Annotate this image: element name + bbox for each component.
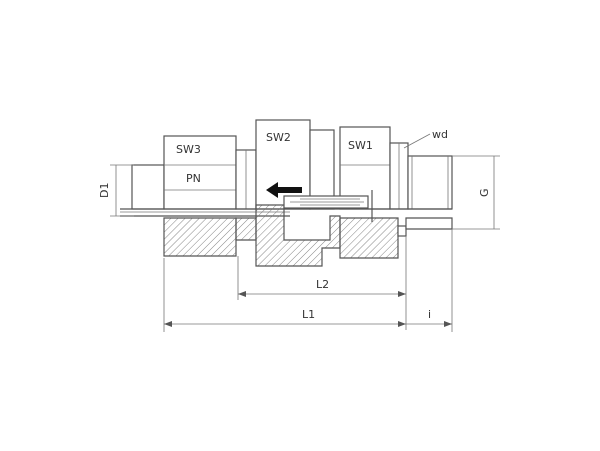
label-d1: D1 bbox=[98, 183, 111, 198]
flow-arrow-icon bbox=[266, 182, 302, 198]
label-sw2: SW2 bbox=[266, 131, 291, 144]
section-left-nut bbox=[163, 217, 237, 257]
dimension-l1: L1 bbox=[163, 258, 406, 332]
nut-sw1 bbox=[339, 126, 391, 210]
left-tube bbox=[131, 164, 165, 210]
label-i: i bbox=[428, 308, 431, 321]
dimension-g: G bbox=[452, 155, 500, 230]
wd-leader bbox=[403, 133, 431, 149]
section-body bbox=[255, 204, 341, 267]
label-sw1: SW1 bbox=[348, 139, 373, 152]
fitting-section bbox=[163, 204, 453, 267]
label-pn: PN bbox=[186, 172, 201, 185]
tube-line bbox=[120, 208, 452, 217]
dimension-l2: L2 bbox=[237, 236, 407, 330]
check-valve bbox=[283, 190, 373, 222]
section-stud bbox=[405, 217, 453, 230]
fitting-outline bbox=[131, 119, 453, 210]
label-sw3: SW3 bbox=[176, 143, 201, 156]
dimension-i: i bbox=[406, 229, 453, 332]
section-right-nut bbox=[339, 217, 399, 259]
label-l1: L1 bbox=[302, 308, 315, 321]
nut-sw3 bbox=[163, 135, 237, 210]
label-wd: wd bbox=[432, 128, 448, 141]
section-collar bbox=[235, 217, 257, 241]
seal-ring bbox=[397, 225, 407, 237]
threaded-stud bbox=[407, 155, 453, 210]
label-l2: L2 bbox=[316, 278, 329, 291]
label-g: G bbox=[478, 188, 491, 197]
dimension-d1: D1 bbox=[98, 164, 134, 217]
